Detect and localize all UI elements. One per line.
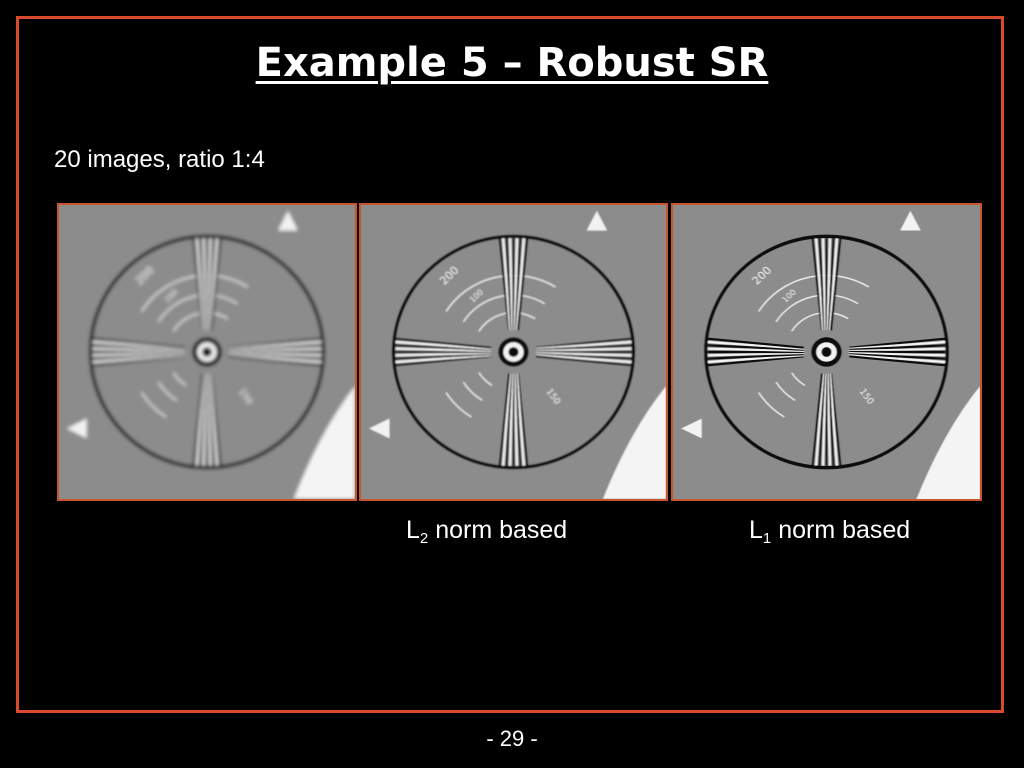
page-number: - 29 - <box>486 726 538 751</box>
slide-subtitle: 20 images, ratio 1:4 <box>54 146 265 173</box>
caption-l1-norm: L1 norm based <box>749 516 911 547</box>
caption-l2-norm: L2 norm based <box>406 516 568 547</box>
slide-frame <box>16 16 1004 713</box>
slide-title: Example 5 – Robust SR <box>255 40 769 86</box>
